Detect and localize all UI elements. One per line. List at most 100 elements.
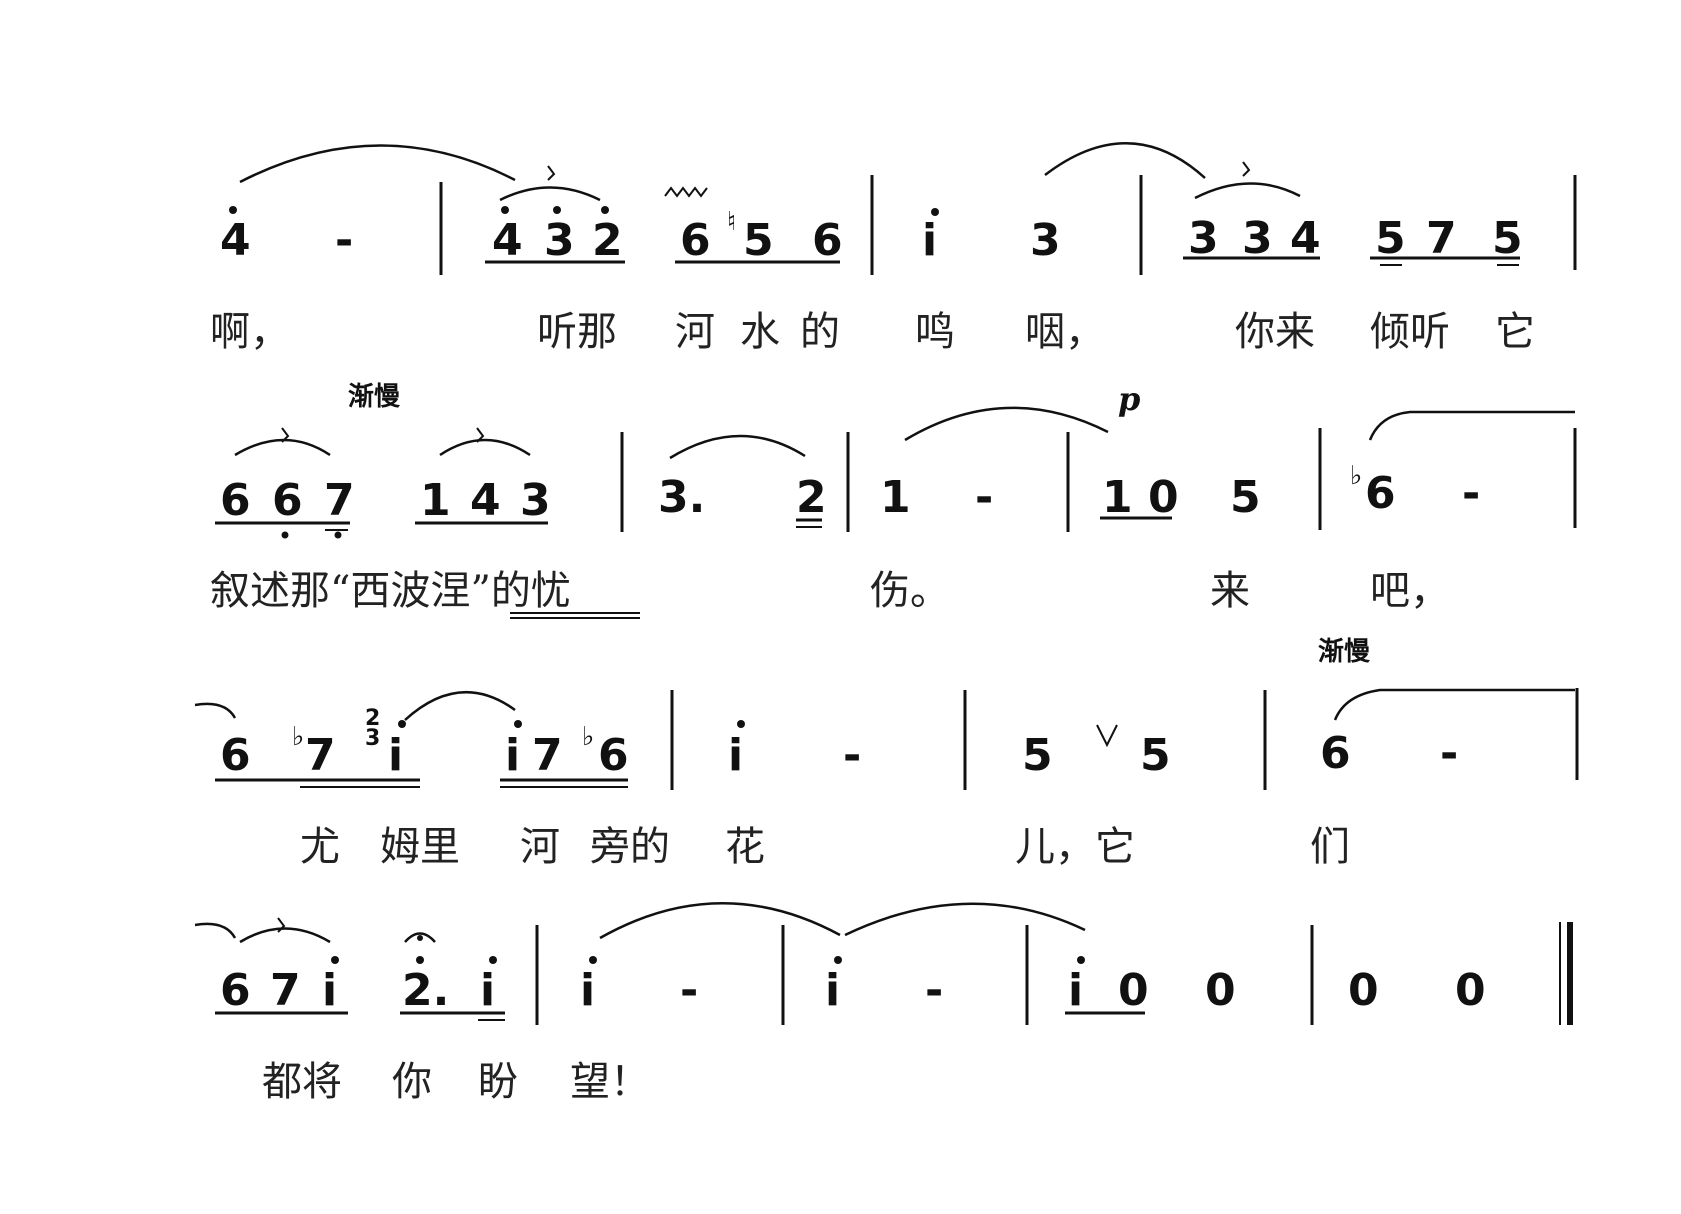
slur xyxy=(844,902,1086,937)
note: 3 xyxy=(1030,215,1061,266)
slur xyxy=(1333,688,1575,721)
slur xyxy=(904,406,1109,442)
slur xyxy=(439,438,531,457)
slur xyxy=(499,186,601,202)
lyric: 你 xyxy=(392,1059,432,1105)
note: 5 xyxy=(1230,472,1261,523)
note: i xyxy=(728,730,743,781)
note: 4 xyxy=(220,215,251,266)
note: - xyxy=(680,965,698,1016)
tempo-mark: 渐慢 xyxy=(348,382,401,412)
natural-icon: ♮ xyxy=(727,207,736,237)
lyric: 啊， xyxy=(210,309,290,355)
note: 3. xyxy=(658,472,705,523)
lyric: 姆里 xyxy=(380,824,460,870)
lyric: 都将 xyxy=(262,1059,342,1105)
lyric: 尤 xyxy=(300,824,340,870)
system-4: 6 7 i 2. i i - i - i 0 0 0 0 都将 你 盼 望！ xyxy=(194,902,1573,1105)
note: i xyxy=(505,730,520,781)
flat-icon: ♭ xyxy=(292,722,304,752)
grace-mark xyxy=(1242,161,1251,177)
system-2: 渐慢 p 6 6 7 1 4 3 3. 2 1 - 1 0 5 ♭ 6 xyxy=(210,380,1577,619)
note: 3 xyxy=(544,215,575,266)
note: 4 xyxy=(492,215,523,266)
system-3: 渐慢 6 ♭ 7 2 3 i i 7 ♭ 6 i - 5 5 6 - 尤 姆里 … xyxy=(194,637,1579,870)
lyric: 吧， xyxy=(1370,568,1450,614)
fermata-icon xyxy=(404,932,436,943)
tempo-mark: 渐慢 xyxy=(1318,637,1371,667)
note: i xyxy=(388,730,403,781)
lyric: 河 xyxy=(520,824,560,870)
note: i xyxy=(1068,965,1083,1016)
note: i xyxy=(480,965,495,1016)
note-dash: - xyxy=(335,215,353,266)
note: 3 xyxy=(1242,213,1273,264)
note: 0 xyxy=(1118,965,1149,1016)
note: 6 xyxy=(598,730,629,781)
note: 6 xyxy=(220,475,251,526)
slur xyxy=(194,702,237,719)
note: 1 xyxy=(420,475,451,526)
grace-mark xyxy=(547,165,556,181)
note: - xyxy=(925,965,943,1016)
note: 7 xyxy=(324,475,355,526)
breath-icon xyxy=(1096,724,1118,748)
note: i xyxy=(322,965,337,1016)
slur xyxy=(1044,142,1206,179)
lyric: 花 xyxy=(725,824,765,870)
lyric: 伤。 xyxy=(870,568,950,614)
slur xyxy=(239,144,516,184)
lyric: 叙述那“西波涅”的忧 xyxy=(210,568,571,614)
note: 6 xyxy=(1320,728,1351,779)
note: 0 xyxy=(1455,965,1486,1016)
note: 0 xyxy=(1205,965,1236,1016)
system-1: 4 - 4 3 2 6 ♮ 5 6 i 3 3 3 4 5 7 5 啊， 听那 … xyxy=(210,142,1577,355)
note: - xyxy=(975,472,993,523)
note: 4 xyxy=(1290,213,1321,264)
lyric: 河 xyxy=(675,309,715,355)
grace-note: 3 xyxy=(365,726,380,751)
grace-mark xyxy=(281,427,290,443)
note: i xyxy=(825,965,840,1016)
dynamic-mark: p xyxy=(1118,380,1140,418)
note: 0 xyxy=(1348,965,1379,1016)
lyric: 倾听 xyxy=(1370,309,1450,355)
note: 6 xyxy=(220,730,251,781)
trill-icon xyxy=(664,186,708,198)
note: 7 xyxy=(270,965,301,1016)
note: 1 xyxy=(880,472,911,523)
lyric: 儿，它 xyxy=(1015,824,1135,870)
lyric: 你来 xyxy=(1235,309,1315,355)
slur xyxy=(404,691,516,721)
note: 5 xyxy=(1140,730,1171,781)
note: 6 xyxy=(1365,468,1396,519)
note: - xyxy=(1462,468,1480,519)
note: i xyxy=(922,215,937,266)
lyric: 它 xyxy=(1495,309,1535,355)
lyric: 盼 xyxy=(478,1059,518,1105)
lyric: 旁的 xyxy=(590,824,670,870)
lyric: 望！ xyxy=(570,1059,650,1105)
lyric: 的 xyxy=(800,309,840,355)
lyric: 水 xyxy=(740,309,780,355)
flat-icon: ♭ xyxy=(1350,461,1362,491)
slur xyxy=(239,927,331,944)
lyric: 来 xyxy=(1210,568,1250,614)
lyric: 鸣 xyxy=(915,309,955,355)
note: 3 xyxy=(1188,213,1219,264)
grace-mark xyxy=(476,427,485,443)
note: 5 xyxy=(1375,213,1406,264)
slur xyxy=(669,434,806,460)
lyric: 听那 xyxy=(537,309,617,355)
note: 3 xyxy=(520,475,551,526)
note: 1 xyxy=(1102,472,1133,523)
note: 2 xyxy=(592,215,623,266)
note: 6 xyxy=(220,965,251,1016)
slur xyxy=(1194,182,1301,200)
note: 5 xyxy=(743,215,774,266)
slur xyxy=(1368,410,1575,441)
note: - xyxy=(843,730,861,781)
note: 2 xyxy=(796,472,827,523)
note: 7 xyxy=(1426,213,1457,264)
